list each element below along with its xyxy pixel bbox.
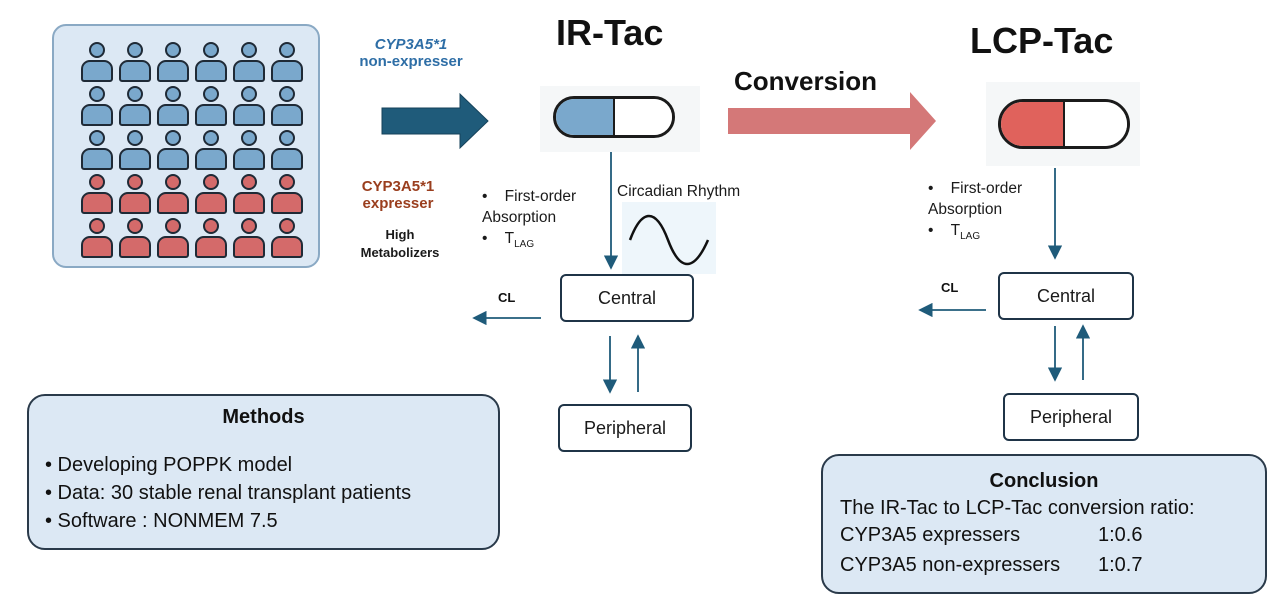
methods-item: • Developing POPPK model [45, 454, 293, 476]
blue-person-icon [232, 86, 266, 130]
non-expresser-label: CYP3A5*1 non-expresser [336, 36, 486, 70]
methods-box: Methods • Developing POPPK model • Data: … [27, 394, 500, 550]
lcp-cl-label: CL [941, 280, 959, 295]
ir-peripheral-compartment: Peripheral [558, 404, 692, 452]
methods-list: • Developing POPPK model • Data: 30 stabl… [45, 451, 498, 535]
blue-person-icon [80, 42, 114, 86]
red-person-icon [232, 174, 266, 218]
conclusion-title: Conclusion [989, 470, 1099, 492]
red-person-icon [118, 218, 152, 262]
blue-person-icon [270, 42, 304, 86]
lcp-tac-title: LCP-Tac [970, 20, 1114, 61]
lcp-tac-capsule-icon [998, 99, 1130, 149]
conclusion-ratio: 1:0.6 [1098, 524, 1143, 546]
ir-tac-title: IR-Tac [556, 12, 664, 53]
ir-bullet-2: • TLAG [482, 230, 535, 251]
non-expresser-text: non-expresser [359, 53, 463, 70]
blue-person-icon [194, 86, 228, 130]
methods-item: • Data: 30 stable renal transplant patie… [45, 482, 412, 504]
blue-person-icon [118, 86, 152, 130]
conclusion-row: CYP3A5 non-expressers 1:0.7 [840, 550, 1265, 580]
ir-tac-capsule-icon [553, 96, 675, 138]
red-person-icon [194, 174, 228, 218]
ir-central-compartment: Central [560, 274, 694, 322]
expresser-label: CYP3A5*1 expresser [330, 178, 466, 212]
red-person-icon [80, 174, 114, 218]
conclusion-row: CYP3A5 expressers 1:0.6 [840, 520, 1265, 550]
blue-person-icon [270, 86, 304, 130]
lcp-peripheral-compartment: Peripheral [1003, 393, 1139, 441]
blue-person-icon [156, 86, 190, 130]
conclusion-group: CYP3A5 expressers [840, 524, 1021, 546]
patient-population-panel [52, 24, 320, 268]
red-conversion-arrow [728, 92, 936, 150]
circadian-rhythm-label: Circadian Rhythm [617, 183, 741, 200]
methods-item: • Software : NONMEM 7.5 [45, 510, 278, 532]
conclusion-group: CYP3A5 non-expressers [840, 554, 1061, 576]
blue-block-arrow [381, 92, 489, 150]
blue-person-icon [80, 86, 114, 130]
ir-bullet-1: • First-order [482, 188, 577, 205]
blue-person-icon [118, 130, 152, 174]
blue-person-icon [232, 130, 266, 174]
blue-person-icon [118, 42, 152, 86]
red-person-icon [270, 218, 304, 262]
metabolizers-text: Metabolizers [360, 245, 440, 260]
ir-cl-label: CL [498, 290, 516, 305]
ir-bullets: • First-order Absorption • TLAG [482, 186, 622, 255]
high-metabolizers-label: High Metabolizers [340, 226, 460, 262]
conversion-label: Conversion [734, 66, 878, 96]
methods-title: Methods [222, 406, 305, 428]
circadian-wave-icon [628, 214, 710, 266]
ir-bullet-1b: Absorption [482, 209, 557, 226]
red-person-icon [118, 174, 152, 218]
red-person-icon [194, 218, 228, 262]
blue-person-icon [156, 130, 190, 174]
lcp-bullet-1b: Absorption [928, 201, 1003, 218]
red-person-icon [156, 218, 190, 262]
high-text: High [385, 227, 415, 242]
non-expresser-gene: CYP3A5*1 [374, 36, 448, 53]
lcp-central-compartment: Central [998, 272, 1134, 320]
expresser-text: expresser [362, 195, 434, 212]
lcp-bullet-2: • TLAG [928, 222, 981, 243]
blue-person-icon [194, 130, 228, 174]
blue-person-icon [194, 42, 228, 86]
lcp-bullet-1: • First-order [928, 180, 1023, 197]
conclusion-line: The IR-Tac to LCP-Tac conversion ratio: [840, 497, 1195, 519]
blue-person-icon [156, 42, 190, 86]
red-person-icon [156, 174, 190, 218]
rhythm-backdrop [622, 202, 716, 274]
conclusion-ratio: 1:0.7 [1098, 554, 1143, 576]
conclusion-box: Conclusion The IR-Tac to LCP-Tac convers… [821, 454, 1267, 594]
red-person-icon [232, 218, 266, 262]
blue-person-icon [80, 130, 114, 174]
blue-person-icon [232, 42, 266, 86]
red-person-icon [80, 218, 114, 262]
lcp-bullets: • First-order Absorption • TLAG [928, 178, 1068, 247]
blue-person-icon [270, 130, 304, 174]
red-person-icon [270, 174, 304, 218]
expresser-gene: CYP3A5*1 [361, 178, 435, 195]
